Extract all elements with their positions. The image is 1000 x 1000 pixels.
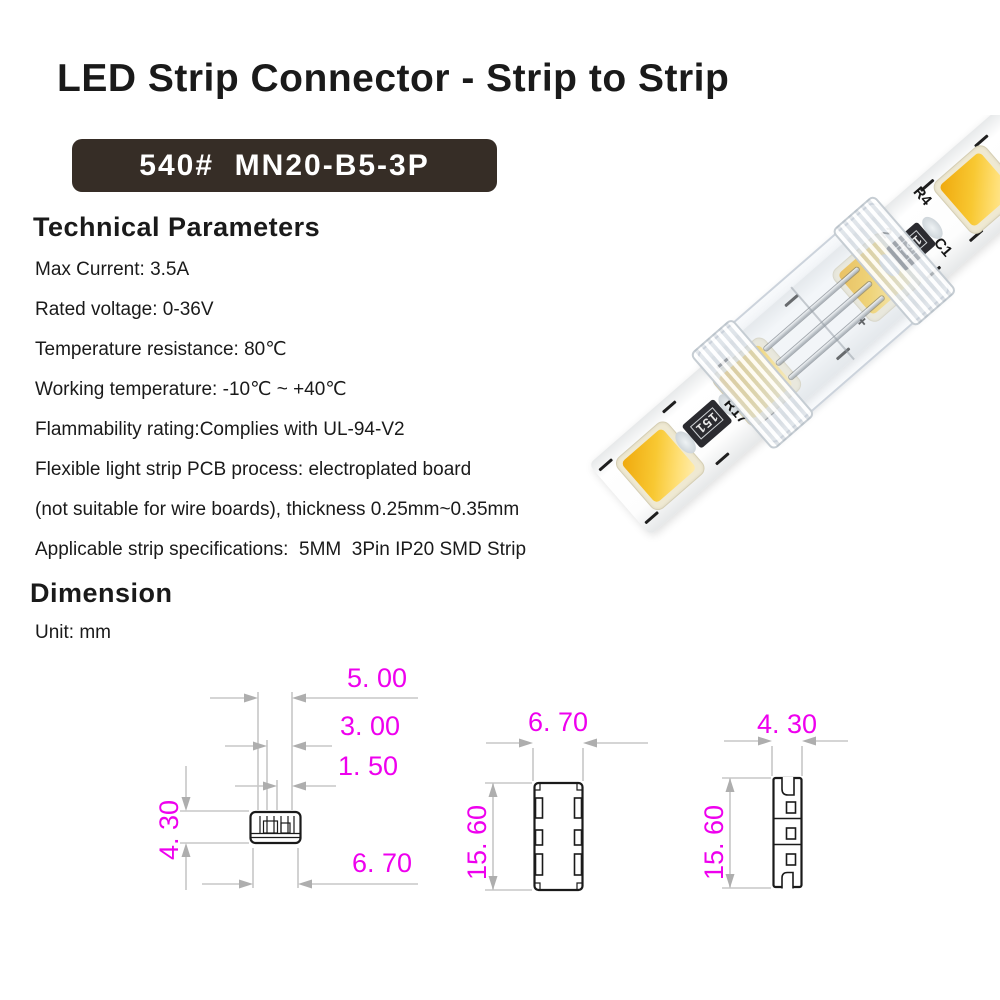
smd-led-chip xyxy=(930,141,1000,238)
param-flammability: Flammability rating:Complies with UL-94-… xyxy=(35,419,405,440)
dim-side-thickness: 4. 30 xyxy=(757,709,817,739)
top-view-drawing: 6. 70 15. 60 xyxy=(462,707,648,892)
pcb-marking xyxy=(644,510,660,525)
top-view-outline xyxy=(533,781,584,892)
dim-side-length: 15. 60 xyxy=(699,805,729,880)
pcb-marking xyxy=(598,458,614,472)
side-view-drawing: 4. 30 15. 60 xyxy=(699,709,848,889)
technical-parameters-heading: Technical Parameters xyxy=(33,212,321,242)
front-view-outline xyxy=(249,810,302,845)
page-title: LED Strip Connector - Strip to Strip xyxy=(57,57,730,100)
param-temp-resistance: Temperature resistance: 80℃ xyxy=(35,339,287,360)
dim-front-width-inner: 1. 50 xyxy=(338,751,398,781)
dim-front-width-bottom: 6. 70 xyxy=(352,848,412,878)
led-strip: 151 151 R17 R4 2 C1 + xyxy=(588,115,1000,536)
resistor-code: 151 xyxy=(689,407,725,441)
param-pcb-thickness: (not suitable for wire boards), thicknes… xyxy=(35,499,520,520)
dim-front-height: 4. 30 xyxy=(154,800,184,860)
param-pcb-process: Flexible light strip PCB process: electr… xyxy=(35,459,472,480)
pcb-marking xyxy=(715,452,730,466)
param-max-current: Max Current: 3.5A xyxy=(35,259,190,280)
dimension-unit-note: Unit: mm xyxy=(35,622,111,643)
param-rated-voltage: Rated voltage: 0-36V xyxy=(35,299,214,320)
technical-parameters-list: Max Current: 3.5A Rated voltage: 0-36V T… xyxy=(35,250,526,570)
pcb-marking xyxy=(661,400,677,414)
silkscreen-label-r4: R4 xyxy=(909,183,935,210)
dim-top-length: 15. 60 xyxy=(462,805,492,880)
dim-front-width-mid: 3. 00 xyxy=(340,711,400,741)
param-strip-spec: Applicable strip specifications: 5MM 3Pi… xyxy=(35,539,527,560)
dimension-heading: Dimension xyxy=(30,578,173,608)
dim-top-width: 6. 70 xyxy=(528,707,588,737)
front-view-drawing: 5. 00 3. 00 1. 50 4. 30 6. 70 xyxy=(154,663,418,890)
product-photo: 151 151 R17 R4 2 C1 + xyxy=(580,115,1000,565)
model-badge-label: 540# MN20-B5-3P xyxy=(139,148,430,182)
dim-front-width-top: 5. 00 xyxy=(347,663,407,693)
param-working-temp: Working temperature: -10℃ ~ +40℃ xyxy=(35,379,347,400)
model-badge: 540# MN20-B5-3P xyxy=(72,139,497,192)
